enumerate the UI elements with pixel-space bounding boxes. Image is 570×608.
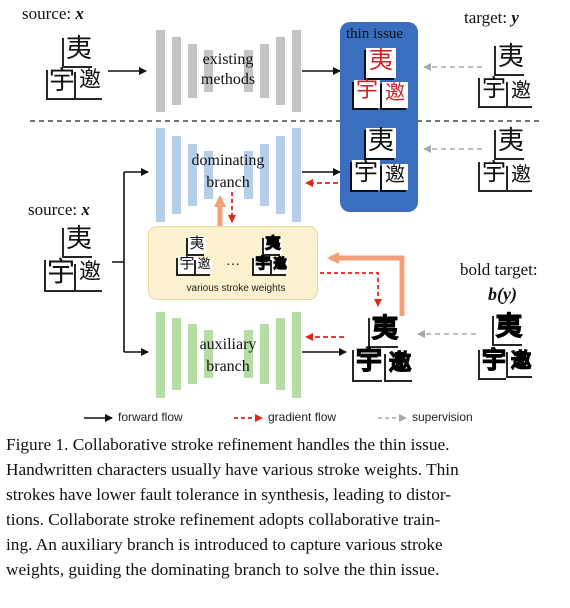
glyph-bottom-left: 宇 [254,254,272,274]
glyph-top: 夷 [370,314,400,346]
forward-split-line [112,172,125,352]
glyph-bottom-right: 邀 [196,257,212,274]
pool-characters-thin: 夷 宇 邀 [176,236,216,278]
pool-ellipsis: … [226,254,240,269]
auxiliary-branch-label: auxiliary branch [199,336,257,375]
bold-target-label: bold target: [460,260,538,279]
glyph-top: 夷 [64,224,94,256]
source-characters-bottom: 夷 宇 邀 [46,226,106,296]
glyph-top: 夷 [366,126,396,158]
caption-line: strokes have lower fault tolerance in sy… [6,485,452,504]
caption-line: Figure 1. Collaborative stroke refinemen… [6,435,450,454]
thin-issue-characters: 夷 宇 邀 [350,48,412,110]
legend-gradient-flow: gradient flow [268,410,337,424]
glyph-bottom-left: 宇 [48,66,76,98]
diagram-graphics [30,30,540,422]
orange-arrow-aux-to-pool [327,252,405,316]
glyph-bottom-right: 邀 [76,70,104,98]
dominating-branch-network [156,128,301,222]
legend-forward-flow: forward flow [118,410,183,424]
glyph-bottom-left: 宇 [480,160,508,190]
legend-supervision: supervision [412,410,473,424]
bold-target-expression: b(y) [488,284,517,304]
glyph-bottom-right: 邀 [508,164,534,190]
glyph-bottom-right: 邀 [382,82,408,108]
source-label-bottom: source: x [28,200,90,219]
glyph-bottom-right: 邀 [382,164,408,190]
various-stroke-weights-label: various stroke weights [186,283,286,294]
auxiliary-branch-network [156,312,301,398]
source-label-top: source: x [22,4,84,23]
glyph-bottom-left: 宇 [354,347,384,380]
glyph-bottom-left: 宇 [480,76,508,106]
glyph-top: 夷 [188,234,206,254]
thin-issue-label: thin issue [346,26,404,42]
glyph-bottom-right: 邀 [508,349,534,376]
glyph-top: 夷 [496,126,526,158]
caption-line: tions. Collaborate stroke refinement ado… [6,510,441,529]
glyph-bottom-left: 宇 [352,160,380,190]
glyph-bottom-right: 邀 [272,257,288,274]
caption-line: weights, guiding the dominating branch t… [6,560,440,579]
glyph-bottom-left: 宇 [46,255,76,290]
dominating-output-characters: 夷 宇 邀 [350,128,412,194]
glyph-bottom-right: 邀 [76,262,104,290]
caption-line: Handwritten characters usually have vari… [6,460,459,479]
pool-characters-bold: 夷 宇 邀 [252,234,292,278]
glyph-bottom-left: 宇 [178,254,196,274]
target-characters-middle: 夷 宇 邀 [476,128,538,194]
target-characters-top: 夷 宇 邀 [476,44,538,110]
glyph-top: 夷 [264,234,282,254]
glyph-top: 夷 [64,34,94,66]
glyph-top: 夷 [366,48,396,78]
auxiliary-output-characters: 夷 宇 邀 [352,314,416,384]
glyph-bottom-right: 邀 [386,351,414,380]
glyph-top: 夷 [496,42,526,74]
caption-line: ing. An auxiliary branch is introduced t… [6,535,443,554]
glyph-bottom-left: 宇 [354,80,380,108]
glyph-bottom-left: 宇 [480,347,508,378]
source-characters-top: 夷 宇 邀 [46,36,106,102]
glyph-top: 夷 [494,312,524,344]
dominating-branch-label: dominating branch [191,152,265,191]
gradient-arrow-pool-to-aux [320,272,382,307]
existing-methods-label: existing methods [200,51,256,88]
target-label-top: target: y [464,8,519,27]
existing-methods-network [156,30,301,112]
glyph-bottom-right: 邀 [508,80,534,106]
figure-caption: Figure 1. Collaborative stroke refinemen… [6,432,566,582]
bold-target-characters: 夷 宇 邀 [476,312,538,382]
stroke-weight-pool [148,226,318,300]
